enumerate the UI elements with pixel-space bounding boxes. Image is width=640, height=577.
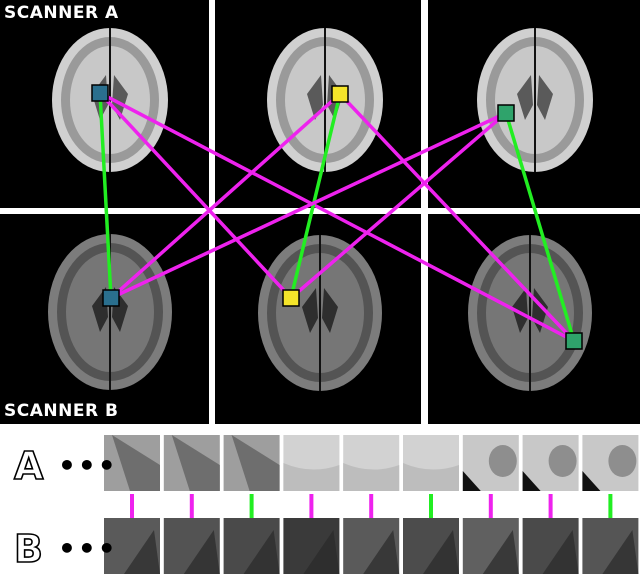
line-a1-b1-match	[98, 91, 113, 300]
patch-b-9	[582, 518, 639, 574]
marker-b-2	[282, 289, 300, 307]
patch-link-9-match	[608, 494, 613, 518]
scanner-b-label: SCANNER B	[4, 401, 119, 421]
patch-a-3	[223, 435, 280, 491]
patch-link-bars	[130, 494, 613, 518]
line-a1-b2-mismatch	[98, 91, 293, 300]
marker-b-3	[565, 332, 583, 350]
patch-b-3	[223, 518, 280, 574]
line-a1-b3-mismatch	[98, 91, 576, 343]
patch-a-shape	[403, 463, 459, 491]
brain-b-3	[468, 235, 592, 391]
patch-a-7	[462, 435, 519, 491]
patch-link-7-mismatch	[488, 494, 493, 518]
patch-b-shape	[183, 530, 220, 574]
marker-b-1	[102, 289, 120, 307]
patch-a-1	[104, 435, 160, 491]
patch-link-6-match	[429, 494, 433, 518]
patch-b-shape	[303, 530, 340, 574]
line-a3-b3-match	[504, 111, 576, 343]
patch-link-3-match	[249, 494, 254, 518]
marker-a-3	[497, 104, 515, 122]
patch-b-shape	[363, 530, 400, 574]
patch-a-blob	[608, 445, 637, 477]
line-a3-b2-mismatch	[289, 111, 508, 300]
patch-link-8-mismatch	[548, 494, 553, 518]
brain-ventricles	[302, 288, 338, 333]
patch-b-5	[343, 518, 400, 574]
row-a-ellipsis: •••	[58, 449, 118, 482]
patch-link-4-mismatch	[309, 494, 314, 518]
patch-a-blob	[548, 445, 577, 477]
patch-a-shape	[231, 435, 280, 491]
patch-a-8	[522, 435, 579, 491]
patch-b-6	[403, 518, 459, 574]
patch-a-corner	[582, 471, 601, 491]
brain-ventricles	[517, 75, 553, 120]
correspondence-lines	[98, 91, 576, 343]
patch-a-corner	[522, 471, 541, 491]
patch-b-7	[462, 518, 519, 574]
patch-strips	[104, 435, 639, 574]
line-a2-b1-mismatch	[109, 92, 342, 300]
marker-a-1	[91, 84, 109, 102]
patch-b-shape	[423, 530, 459, 574]
patch-a-shape	[112, 435, 160, 491]
patch-b-4	[283, 518, 340, 574]
line-a2-b3-mismatch	[338, 92, 576, 343]
patch-link-2-mismatch	[189, 494, 194, 518]
marker-a-2	[331, 85, 349, 103]
patch-a-corner	[462, 471, 481, 491]
row-a-label: A	[13, 444, 44, 488]
scanner-a-label: SCANNER A	[4, 3, 119, 23]
brain-slices	[48, 28, 593, 391]
patch-a-6	[403, 435, 459, 491]
patch-a-blob	[488, 445, 517, 477]
patch-a-9	[582, 435, 639, 491]
patch-a-2	[163, 435, 220, 491]
patch-b-2	[163, 518, 220, 574]
patch-link-5-mismatch	[369, 494, 374, 518]
line-a2-b2-match	[289, 92, 342, 300]
brain-a-3	[477, 28, 593, 172]
patch-link-1-mismatch	[130, 494, 134, 518]
patch-b-shape	[124, 530, 160, 574]
row-b-ellipsis: •••	[58, 532, 118, 565]
patch-b-1	[104, 518, 160, 574]
patch-b-shape	[602, 530, 639, 574]
grid-divider-h	[0, 208, 640, 214]
patch-a-4	[283, 435, 340, 491]
row-b-label: B	[13, 527, 44, 571]
brain-a-2	[267, 28, 383, 172]
landmark-markers	[91, 84, 583, 350]
patch-a-shape	[283, 463, 340, 491]
patch-b-shape	[482, 530, 519, 574]
patch-b-8	[522, 518, 579, 574]
patch-a-5	[343, 435, 400, 491]
patch-a-shape	[171, 435, 220, 491]
line-a3-b1-mismatch	[109, 111, 508, 300]
patch-b-shape	[542, 530, 579, 574]
patch-b-shape	[243, 530, 280, 574]
brain-b-2	[258, 235, 382, 391]
patch-a-shape	[343, 463, 400, 491]
